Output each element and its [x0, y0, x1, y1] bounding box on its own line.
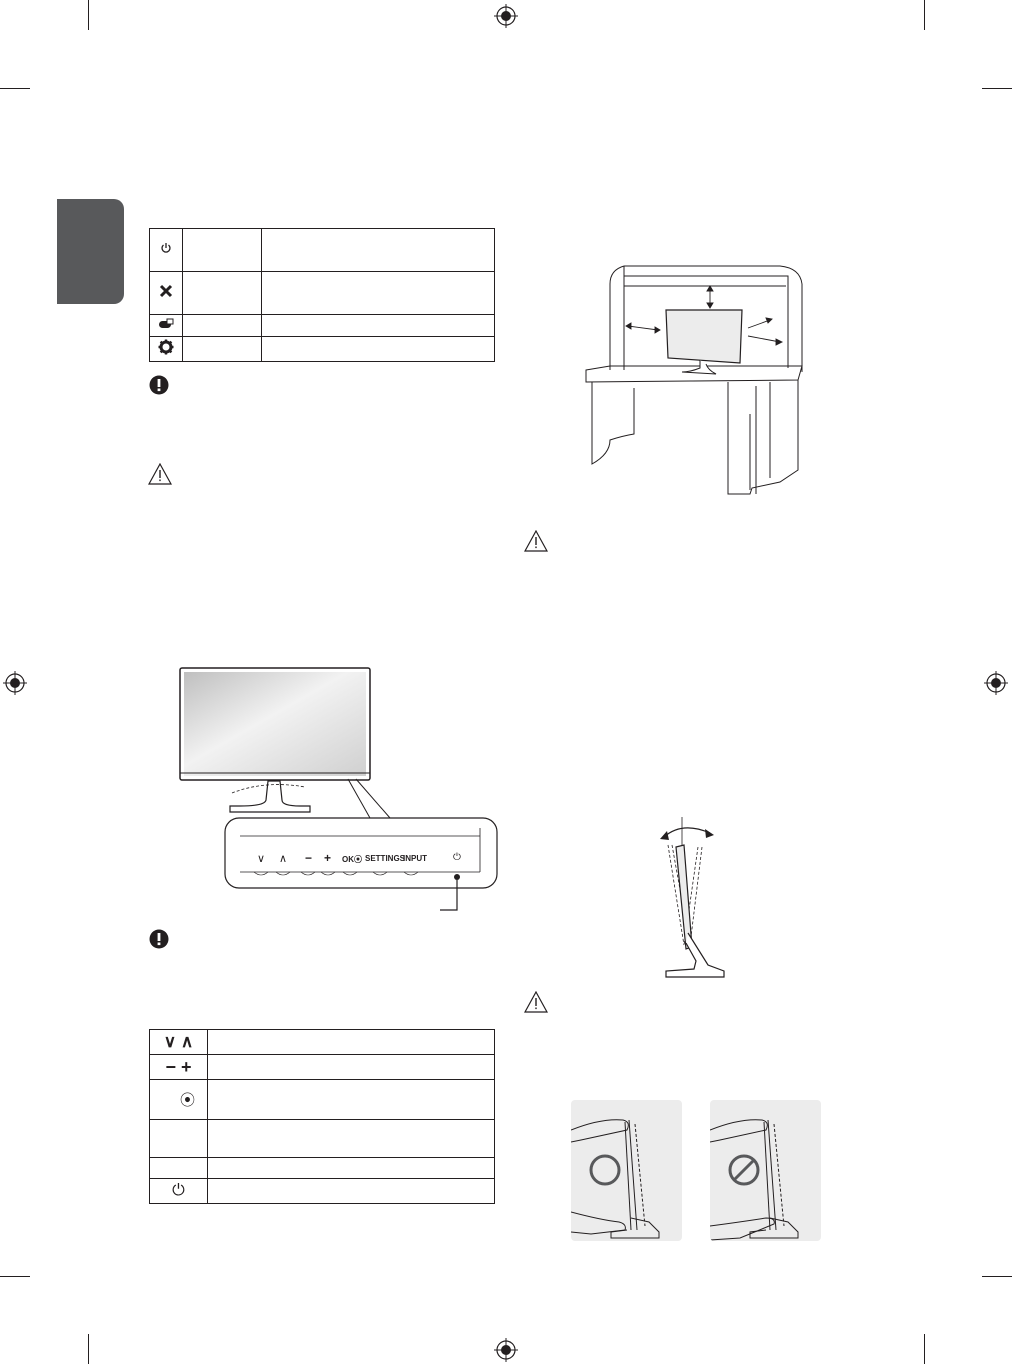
panel-label-ok: OK⦿ — [342, 855, 362, 864]
panel-label-up: ∧ — [279, 853, 288, 865]
language-tab — [57, 199, 124, 304]
warning-triangle-icon — [524, 530, 548, 552]
correct-handling-panel — [571, 1100, 682, 1241]
incorrect-handling-panel — [710, 1100, 821, 1241]
crop-mark — [88, 1334, 89, 1364]
tilt-angle-illustration — [660, 817, 725, 978]
registration-mark-icon — [984, 671, 1008, 695]
table-row — [149, 228, 183, 272]
settings-gear-icon — [158, 339, 174, 354]
note-exclamation-icon — [149, 929, 169, 949]
crop-mark — [924, 0, 925, 30]
table-row — [149, 314, 183, 337]
panel-label-input: INPUT — [403, 854, 427, 863]
crop-mark — [924, 1334, 925, 1364]
panel-label-down: ∨ — [257, 853, 266, 865]
table-row — [149, 1119, 208, 1158]
correct-handling-illustration — [571, 1119, 660, 1239]
table-row: ⦿ — [149, 1079, 208, 1120]
table-row: ∨ ∧ — [149, 1029, 208, 1055]
prohibited-icon — [728, 1154, 760, 1186]
table-row — [149, 336, 183, 362]
power-icon — [161, 243, 171, 253]
input-icon — [159, 318, 174, 328]
crop-mark — [0, 1276, 30, 1277]
panel-label-settings: SETTINGS — [365, 854, 406, 863]
table-row — [149, 1157, 208, 1179]
crop-mark — [0, 88, 30, 89]
table-row: − + — [149, 1054, 208, 1080]
cross-icon — [159, 284, 173, 297]
function-table — [149, 228, 495, 362]
registration-mark-icon — [3, 671, 27, 695]
monitor-front-illustration — [179, 667, 498, 911]
table-row — [149, 271, 183, 315]
panel-label-power: ⏻ — [453, 852, 461, 863]
crop-mark — [982, 88, 1012, 89]
warning-triangle-icon — [148, 463, 172, 485]
panel-label-minus: − — [305, 851, 313, 865]
desk-installation-illustration — [585, 265, 803, 495]
panel-label-plus: + — [324, 851, 332, 865]
registration-mark-icon — [494, 4, 518, 28]
incorrect-handling-illustration — [710, 1119, 799, 1241]
registration-mark-icon — [494, 1338, 518, 1362]
crop-mark — [88, 0, 89, 30]
warning-triangle-icon — [524, 991, 548, 1013]
correct-circle-icon — [589, 1154, 621, 1186]
crop-mark — [982, 1276, 1012, 1277]
table-row: ⏻ — [149, 1178, 208, 1204]
note-exclamation-icon — [149, 375, 169, 395]
button-function-table: ∨ ∧ − + ⦿ ⏻ — [149, 1029, 495, 1204]
